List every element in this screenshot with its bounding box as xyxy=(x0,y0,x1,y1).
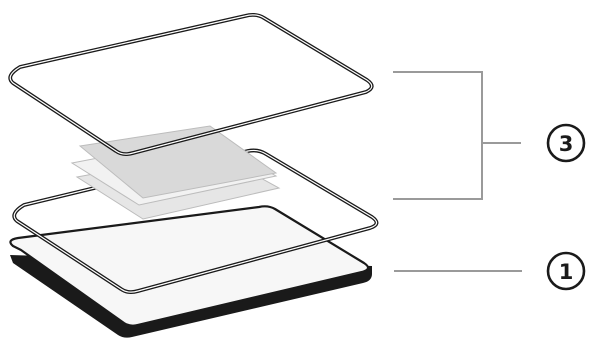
callout-3-number: 3 xyxy=(559,132,574,156)
callout-1: 1 xyxy=(548,253,584,289)
callout-3: 3 xyxy=(548,125,584,161)
callout-3-bracket-line xyxy=(393,72,521,199)
callout-1-number: 1 xyxy=(559,260,574,284)
base-board xyxy=(10,206,372,337)
callout-3-bracket xyxy=(393,72,521,199)
base-board-top xyxy=(10,206,368,325)
